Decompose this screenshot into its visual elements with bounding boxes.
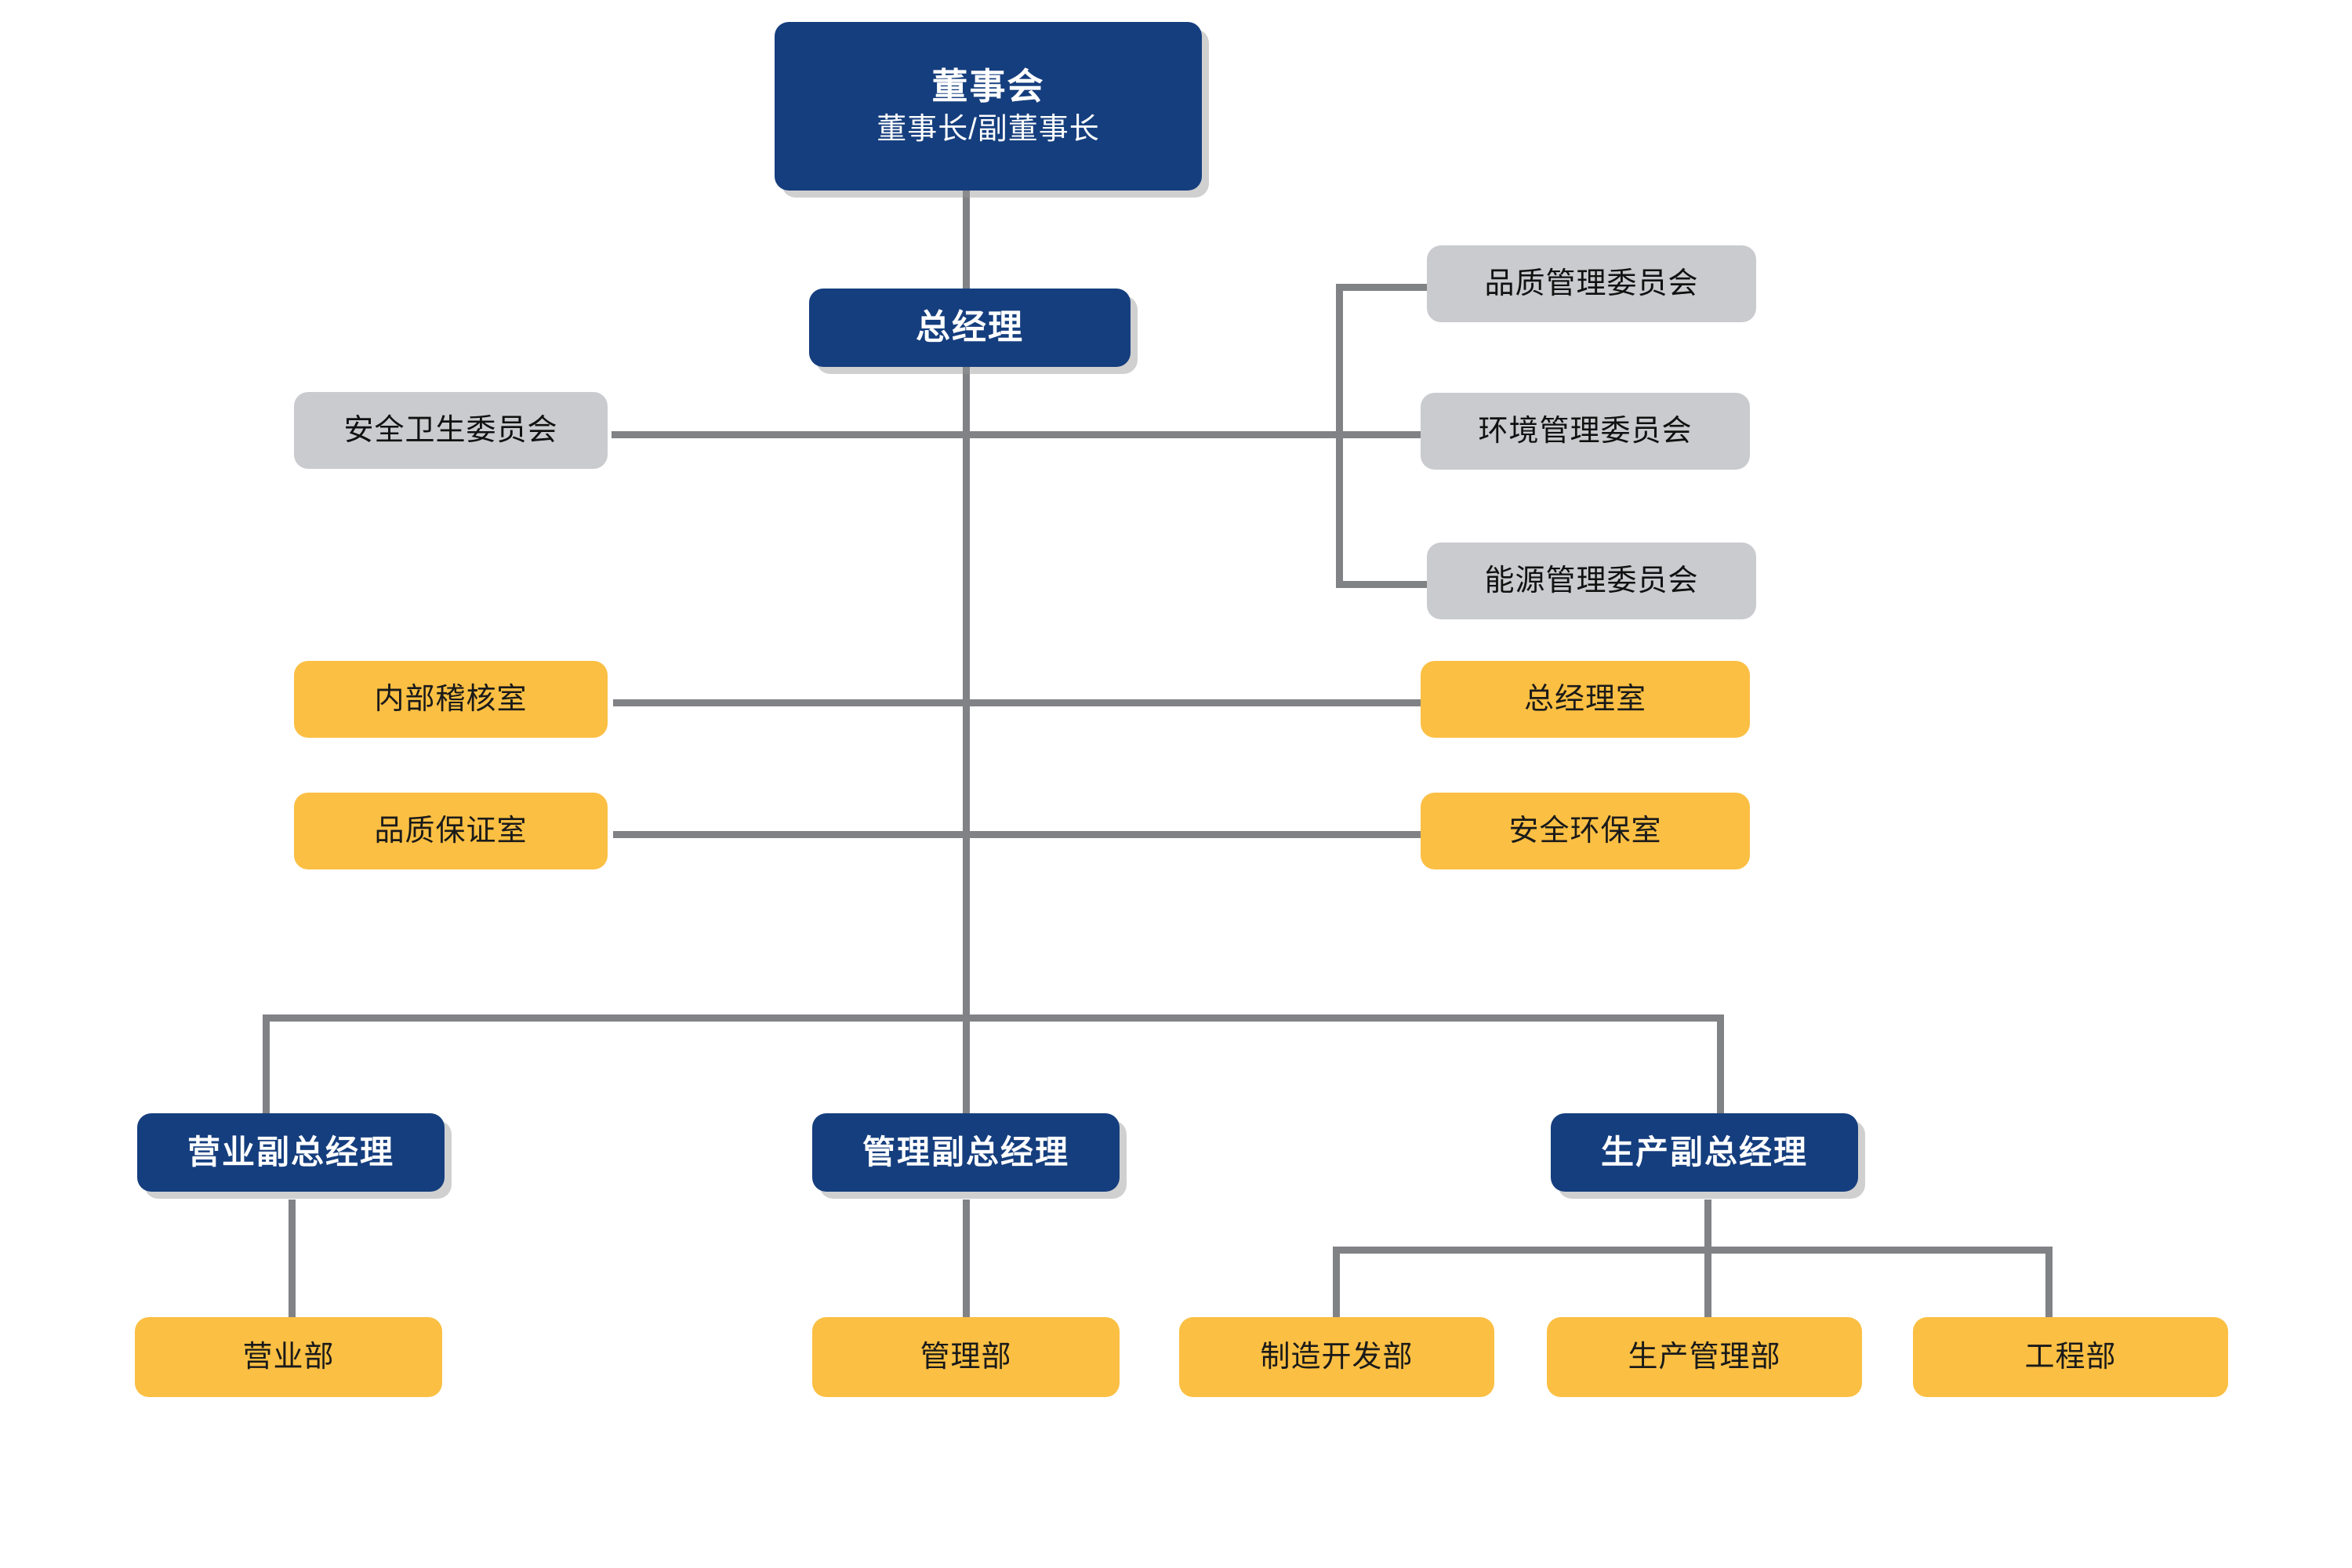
connector-spine-board-to-gm: [963, 187, 970, 289]
node-production-vp-title: 生产副总经理: [1600, 1134, 1808, 1171]
connector-dept-drop-sales: [289, 1200, 296, 1317]
connector-production-bus: [1333, 1247, 2053, 1254]
node-sales-dept-label: 营业部: [242, 1340, 335, 1374]
node-gm-office[interactable]: 总经理室: [1421, 661, 1750, 738]
node-engineering-dept-label: 工程部: [2024, 1340, 2117, 1374]
connector-committee-energy: [1336, 581, 1430, 588]
connector-vp-drop-admin: [963, 1014, 970, 1113]
connector-vp-drop-sales: [263, 1014, 270, 1113]
node-engineering-dept[interactable]: 工程部: [1913, 1317, 2228, 1397]
connector-dept-drop-manufacturing: [1333, 1247, 1340, 1317]
connector-spine-gm-to-bus: [963, 365, 970, 1018]
connector-dept-drop-admin: [963, 1200, 970, 1317]
connector-committee-environment: [963, 431, 1430, 438]
node-board[interactable]: 董事会 董事长/副董事长: [775, 22, 1202, 191]
node-sales-vp[interactable]: 营业副总经理: [137, 1113, 445, 1192]
node-board-subtitle: 董事长/副董事长: [877, 113, 1100, 147]
node-internal-audit-office[interactable]: 内部稽核室: [294, 661, 608, 738]
connector-production-stem: [1704, 1200, 1711, 1247]
node-admin-vp[interactable]: 管理副总经理: [812, 1113, 1120, 1192]
node-quality-assurance-office[interactable]: 品质保证室: [294, 793, 608, 869]
node-energy-management-committee-label: 能源管理委员会: [1484, 564, 1699, 597]
connector-dept-drop-production-mgmt: [1704, 1247, 1711, 1317]
connector-office-row-1: [613, 699, 1422, 706]
node-quality-assurance-office-label: 品质保证室: [374, 814, 528, 848]
node-production-management-dept-label: 生产管理部: [1628, 1340, 1781, 1374]
connector-committee-quality: [1336, 284, 1430, 291]
node-energy-management-committee[interactable]: 能源管理委员会: [1427, 543, 1756, 619]
node-internal-audit-office-label: 内部稽核室: [374, 682, 528, 716]
connector-vp-drop-production: [1717, 1014, 1724, 1113]
node-safety-environment-office[interactable]: 安全环保室: [1421, 793, 1750, 869]
node-general-manager-title: 总经理: [916, 308, 1024, 347]
node-general-manager[interactable]: 总经理: [809, 289, 1131, 367]
node-gm-office-label: 总经理室: [1523, 682, 1646, 716]
node-production-vp[interactable]: 生产副总经理: [1551, 1113, 1858, 1192]
node-sales-dept[interactable]: 营业部: [135, 1317, 442, 1397]
node-manufacturing-development-dept-label: 制造开发部: [1260, 1340, 1414, 1374]
connector-safety-health: [612, 431, 966, 438]
node-environment-management-committee-label: 环境管理委员会: [1478, 414, 1693, 448]
node-board-title: 董事会: [931, 65, 1045, 107]
node-safety-health-committee[interactable]: 安全卫生委员会: [294, 392, 608, 469]
node-admin-dept-label: 管理部: [920, 1340, 1012, 1374]
connector-dept-drop-engineering: [2045, 1247, 2053, 1317]
node-safety-environment-office-label: 安全环保室: [1508, 814, 1662, 848]
node-admin-dept[interactable]: 管理部: [812, 1317, 1120, 1397]
node-quality-management-committee-label: 品质管理委员会: [1484, 267, 1699, 300]
connector-vp-bus: [263, 1014, 1723, 1022]
node-admin-vp-title: 管理副总经理: [862, 1134, 1069, 1171]
node-sales-vp-title: 营业副总经理: [187, 1134, 394, 1171]
connector-office-row-2: [613, 831, 1422, 838]
node-safety-health-committee-label: 安全卫生委员会: [343, 413, 558, 447]
node-manufacturing-development-dept[interactable]: 制造开发部: [1179, 1317, 1494, 1397]
node-quality-management-committee[interactable]: 品质管理委员会: [1427, 245, 1756, 322]
node-production-management-dept[interactable]: 生产管理部: [1547, 1317, 1862, 1397]
node-environment-management-committee[interactable]: 环境管理委员会: [1421, 393, 1750, 470]
